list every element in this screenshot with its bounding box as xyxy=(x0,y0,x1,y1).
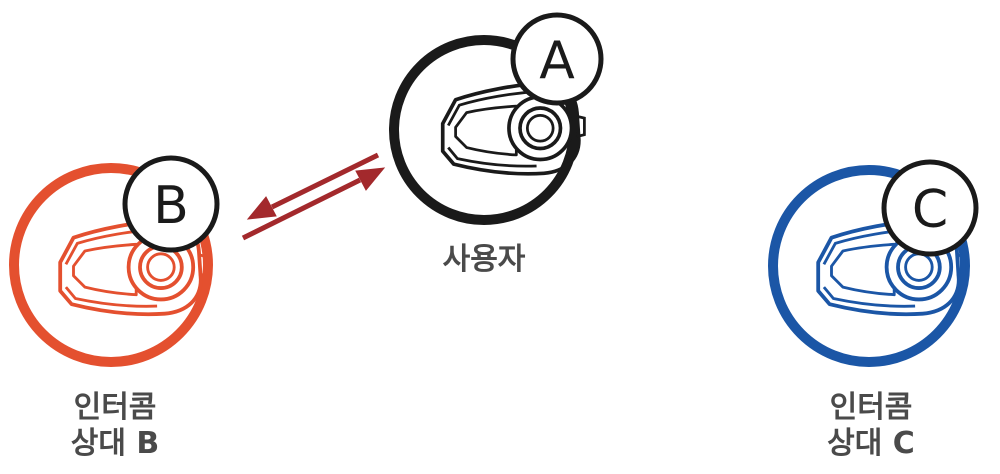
partner-b-badge-text: B xyxy=(153,176,189,236)
arrow-to-user-head xyxy=(355,167,386,191)
user-label: 사용자 xyxy=(442,242,526,277)
user-badge-text: A xyxy=(539,31,575,91)
arrow-to-b-head xyxy=(246,196,277,220)
partner-c-label: 인터콤 상대 C xyxy=(796,390,946,462)
arrow-to-user xyxy=(241,177,362,241)
partner-c-badge-text: C xyxy=(912,180,948,240)
partner-c-label-line2: 상대 C xyxy=(827,426,915,461)
partner-b-label-line2: 상대 B xyxy=(70,426,160,461)
partner-b-badge xyxy=(122,155,220,253)
partner-c-label-line1: 인터콤 xyxy=(829,390,913,425)
user-badge xyxy=(510,12,604,106)
partner-b-label: 인터콤 상대 B xyxy=(40,390,190,462)
user-node: A xyxy=(389,12,604,225)
partner-b-node: B xyxy=(9,155,220,367)
partner-c-node: C xyxy=(768,159,979,367)
partner-c-badge xyxy=(881,159,979,257)
partner-b-label-line1: 인터콤 xyxy=(73,390,157,425)
arrow-to-b xyxy=(270,152,380,210)
link-user-b xyxy=(241,152,386,241)
